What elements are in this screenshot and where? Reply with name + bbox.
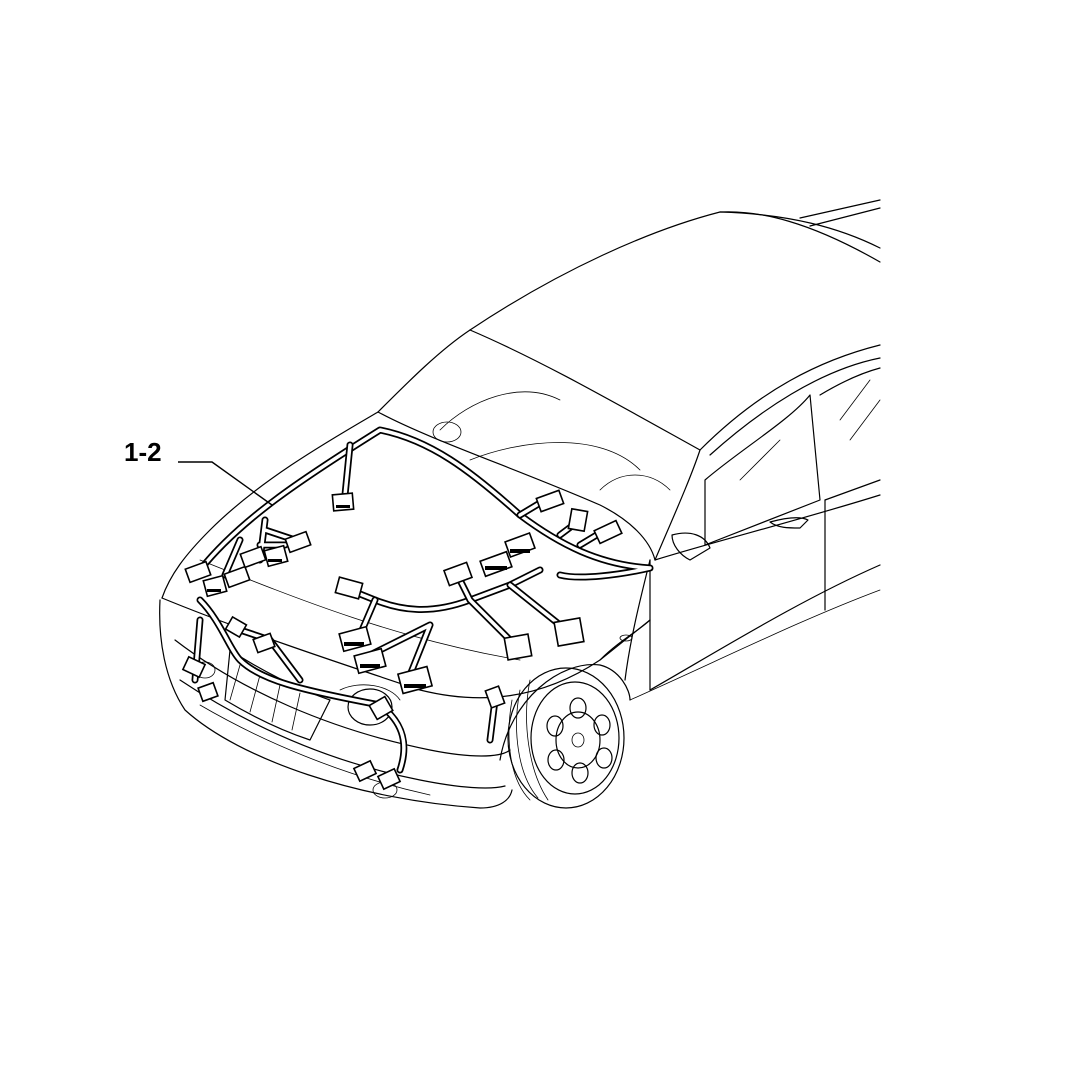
- harness-connectors: [181, 489, 623, 791]
- wiring-harness: [191, 426, 654, 774]
- wheel-spokes: [546, 697, 613, 784]
- callout-leader-line: [178, 461, 273, 506]
- callout-label-harness: 1-2: [124, 437, 162, 467]
- connector-faces: [207, 505, 530, 688]
